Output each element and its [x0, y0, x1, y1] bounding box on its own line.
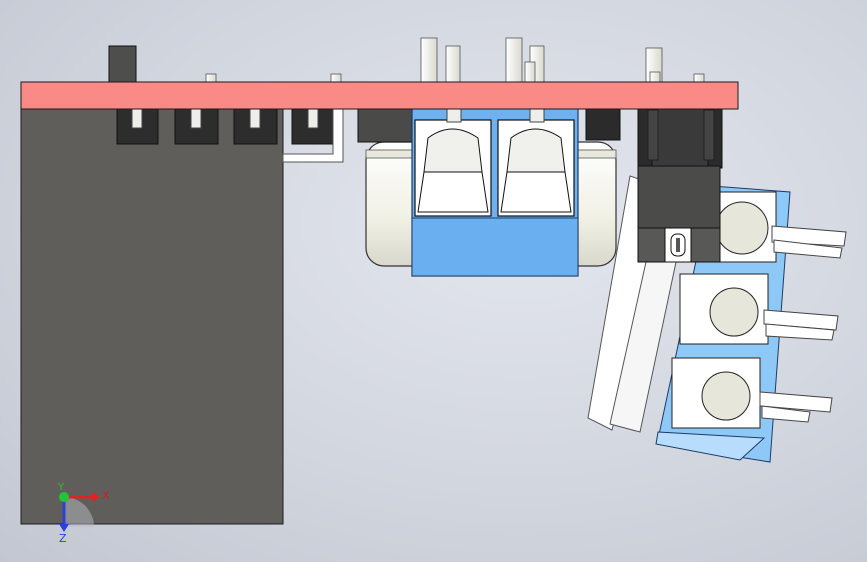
pcb-board[interactable]: [20, 81, 739, 110]
dark-housing[interactable]: [20, 107, 284, 525]
side-pins: [759, 225, 847, 423]
axis-x-label: X: [102, 489, 110, 502]
axis-y-label: Y: [57, 482, 65, 493]
terminal-block-2way[interactable]: [411, 107, 579, 277]
black-connector[interactable]: [585, 107, 723, 263]
axis-z-label: Z: [59, 532, 67, 545]
pcb-top-pins: [205, 37, 705, 85]
black-post[interactable]: [108, 45, 137, 85]
axis-triad-icon: X Y Z: [57, 482, 110, 545]
header-connectors[interactable]: [116, 107, 336, 145]
